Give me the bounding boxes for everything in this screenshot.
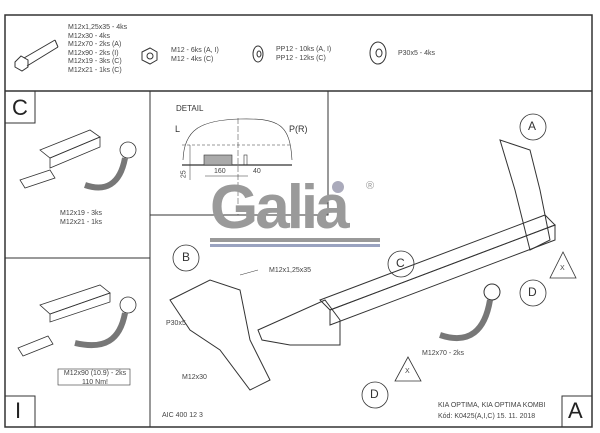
registered-mark: ® xyxy=(366,180,375,192)
detail-title: DETAIL xyxy=(176,104,204,113)
bolt-spec: M12x21 - 1ks (C) xyxy=(68,66,122,74)
product-code: Kód: K0425(A,I,C) 15. 11. 2018 xyxy=(438,413,536,420)
warning-x: X xyxy=(405,368,410,375)
bolt-label: M12x21 - 1ks xyxy=(60,218,103,226)
bolt-spec: M12x70 - 2ks (A) xyxy=(68,41,122,48)
callout-circles xyxy=(172,113,577,409)
bolt-list: M12x1,25x35 - 4ks M12x30 - 4ks M12x70 - … xyxy=(68,24,127,75)
dim-a: 160 xyxy=(214,168,226,175)
callout-d: D xyxy=(528,285,537,299)
warning-x: X xyxy=(560,265,565,272)
washer-icon xyxy=(252,45,264,63)
nut-icon xyxy=(141,47,158,65)
nut-list: M12 - 6ks (A, I) M12 - 4ks (C) xyxy=(171,47,219,64)
big-washer-spec: P30x5 - 4ks xyxy=(398,50,435,57)
callout-c: C xyxy=(396,256,405,270)
bolt-label: M12x1,25x35 xyxy=(269,267,312,274)
towbar-i-drawing xyxy=(17,284,137,357)
dim-b: 40 xyxy=(253,168,261,175)
vehicle-model: KIA OPTIMA, KIA OPTIMA KOMBI xyxy=(438,402,546,409)
callout-b: B xyxy=(182,250,191,264)
variant-letter: A xyxy=(568,398,583,423)
bolt-label: M12x19 - 3ks xyxy=(60,210,103,217)
towbar-c-drawing xyxy=(19,129,137,191)
callout-d: D xyxy=(370,387,379,401)
panel-c-letter: C xyxy=(12,95,28,120)
bolt-label: M12x30 xyxy=(182,374,207,381)
callout-a: A xyxy=(528,119,537,133)
bolt-label: M12x70 - 2ks xyxy=(422,350,465,357)
nut-spec: M12 - 6ks (A, I) xyxy=(171,47,219,54)
washer-spec: PP12 - 10ks (A, I) xyxy=(276,46,332,53)
torque-label: 110 Nm! xyxy=(82,378,108,386)
detail-left-label: L xyxy=(175,124,181,134)
nut-spec: M12 - 4ks (C) xyxy=(171,55,214,63)
bolt-spec: M12x19 - 3ks (C) xyxy=(68,58,122,65)
bolt-spec: M12x90 - 2ks (I) xyxy=(68,49,119,57)
crossbar-drawing xyxy=(169,139,556,391)
washer-label: P30x5 xyxy=(166,320,186,327)
bolt-spec: M12x30 - 4ks xyxy=(68,32,111,40)
dim-height: 25 xyxy=(180,170,188,179)
panel-i-labels: M12x90 (10.9) - 2ks 110 Nm! xyxy=(60,370,130,387)
detail-right-label: P(R) xyxy=(289,124,308,134)
washer-list: PP12 - 10ks (A, I) PP12 - 12ks (C) xyxy=(276,46,331,63)
washer-spec: PP12 - 12ks (C) xyxy=(276,54,326,62)
bolt-icon xyxy=(14,39,59,72)
drawing-code: AIC 400 12 3 xyxy=(162,412,203,419)
galia-logo: Galia xyxy=(210,173,350,242)
bolt-spec: M12x1,25x35 - 4ks xyxy=(68,24,128,31)
big-washer-icon xyxy=(369,41,387,65)
bolt-label: M12x90 (10.9) - 2ks xyxy=(63,370,127,377)
panel-i-letter: I xyxy=(15,398,22,423)
panel-c-labels: M12x19 - 3ks M12x21 - 1ks xyxy=(60,210,102,227)
